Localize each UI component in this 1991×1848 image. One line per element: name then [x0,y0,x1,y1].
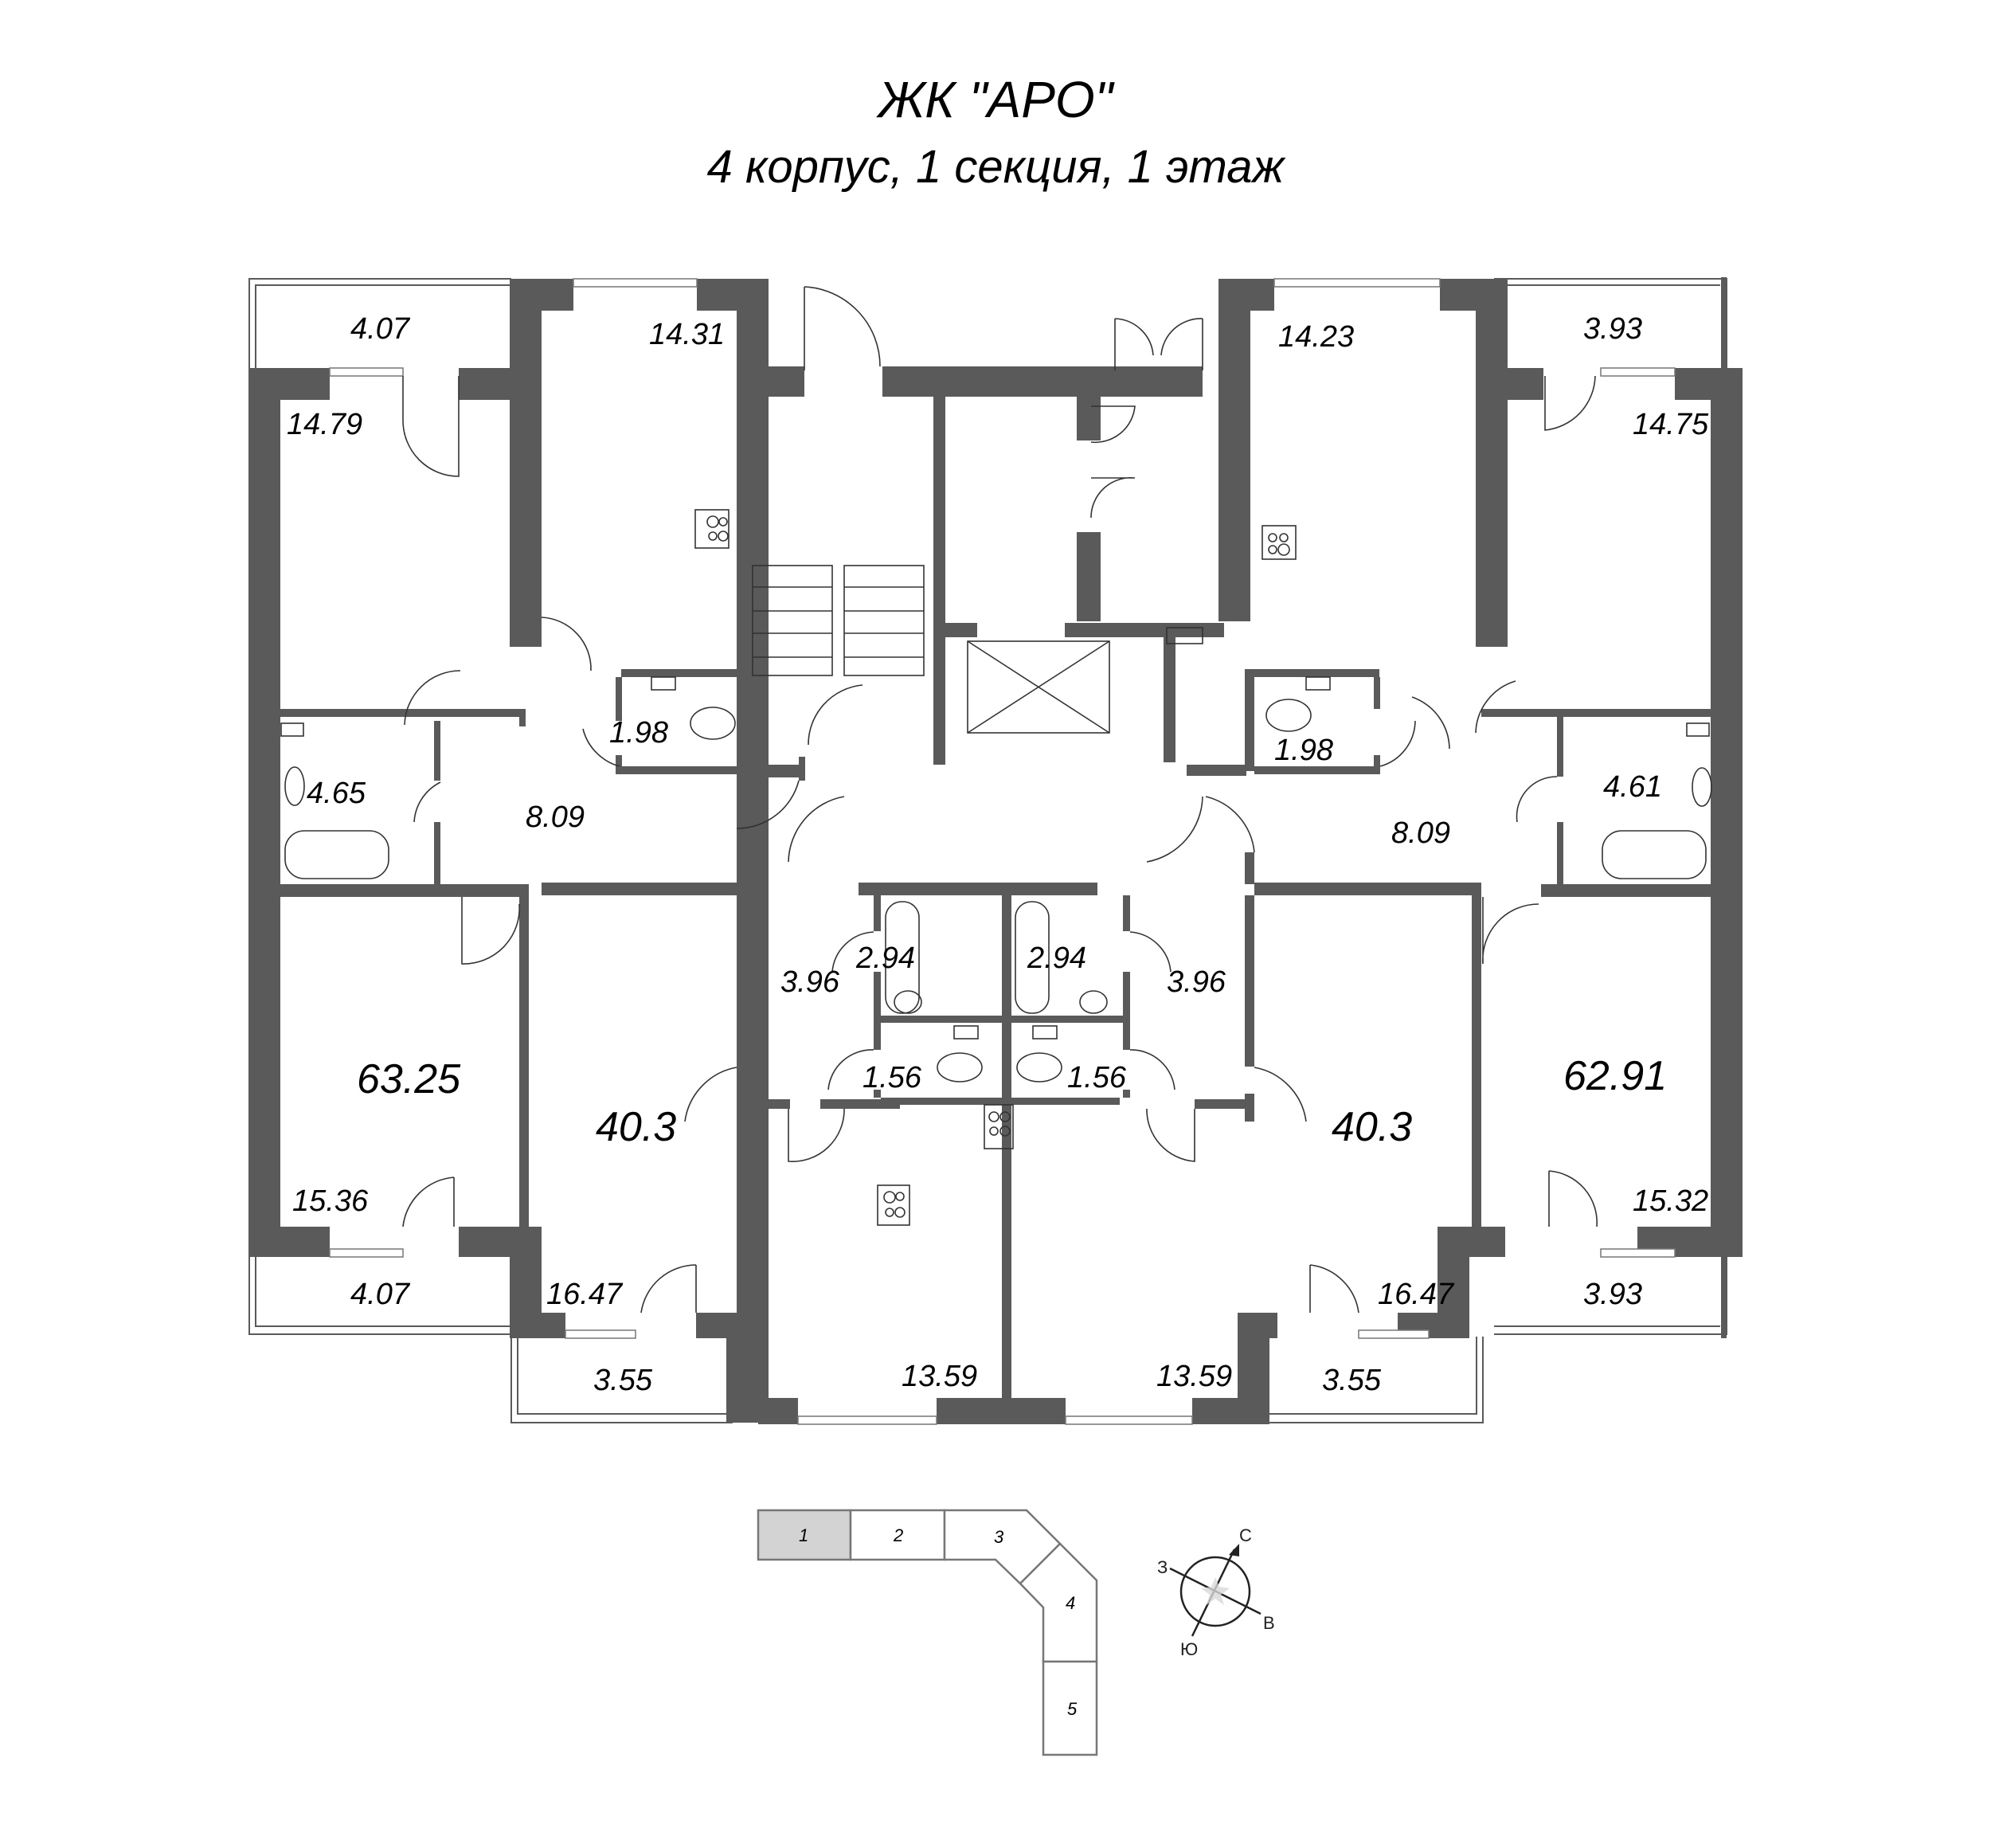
area-room-right-1room: 16.47 [1378,1278,1455,1311]
key-label-2: 2 [893,1525,903,1545]
bathtub-icon [284,830,389,879]
area-kitchen-top-left: 14.31 [649,318,725,351]
total-area-left-2room: 63.25 [357,1056,461,1102]
compass-icon: С В З Ю [1157,1525,1275,1659]
compass-north: С [1239,1525,1252,1545]
compass-east: В [1263,1613,1275,1633]
key-label-4: 4 [1066,1593,1075,1613]
toilet-icon [937,1052,983,1083]
key-section-5[interactable] [1042,1660,1098,1756]
complex-title: ЖК "АРО" [878,71,1113,128]
key-label-3: 3 [994,1527,1004,1547]
balcony-outlines [248,277,1727,1423]
area-room-top-right: 14.75 [1633,408,1709,441]
sink-icon [1692,767,1712,807]
area-hallway-left-1room: 3.96 [780,965,840,999]
key-label-1: 1 [799,1525,808,1545]
shaft-niche [1166,627,1203,644]
stove-icon [984,1104,1014,1149]
toilet-icon [1016,1052,1062,1083]
area-toilet-left-1room: 1.56 [863,1061,922,1094]
area-toilet-right-1room: 1.56 [1067,1061,1127,1094]
sink-icon [1079,990,1108,1014]
area-room-bottom-left: 15.36 [292,1184,369,1218]
area-toilet-top-left: 1.98 [609,716,668,750]
bathtub-icon [1602,830,1707,879]
fixtures [280,509,1712,1226]
area-room-left-1room: 16.47 [546,1278,624,1311]
key-section-2[interactable] [849,1509,946,1561]
area-hallway-left: 8.09 [526,801,585,834]
area-hallway-right: 8.09 [1391,816,1450,850]
area-room-top-left: 14.79 [287,408,362,441]
area-balcony-right-1room: 3.55 [1322,1364,1382,1397]
stove-icon [694,509,730,549]
stove-icon [877,1184,910,1226]
elevator-shaft [967,640,1110,734]
windows [329,278,1676,1425]
key-section-1[interactable] [757,1509,852,1561]
stove-icon [1261,525,1297,560]
compass-west: З [1157,1557,1168,1577]
toilet-icon [690,707,736,740]
key-plan: 1 2 3 4 5 [757,1509,1098,1756]
total-area-left-1room: 40.3 [596,1104,676,1150]
floor-subtitle: 4 корпус, 1 секция, 1 этаж [706,141,1285,193]
area-balcony-bottom-right: 3.93 [1583,1278,1642,1311]
area-bathroom-right: 4.61 [1603,770,1662,804]
area-toilet-top-right: 1.98 [1274,734,1333,767]
walls [248,279,1743,1424]
area-bathroom-right-1room: 2.94 [1027,942,1086,975]
compass-south: Ю [1180,1639,1198,1659]
area-bathroom-left-1room: 2.94 [855,942,915,975]
area-balcony-bottom-left: 4.07 [350,1278,411,1311]
toilet-icon [1265,699,1312,732]
area-kitchen-top-right: 14.23 [1278,320,1354,354]
total-area-right-1room: 40.3 [1332,1104,1412,1150]
area-bathroom-left: 4.65 [307,777,366,810]
key-label-5: 5 [1067,1699,1078,1719]
doors [402,286,1598,1314]
area-balcony-top-left: 4.07 [350,312,411,346]
sink-icon [284,766,305,806]
area-hallway-right-1room: 3.96 [1167,965,1226,999]
area-balcony-top-right: 3.93 [1583,312,1642,346]
bathtub-icon [1015,901,1050,1014]
area-kitchen-left-1room: 13.59 [902,1360,977,1393]
area-balcony-left-1room: 3.55 [593,1364,653,1397]
staircase [752,565,925,676]
total-area-right-2room: 62.91 [1563,1053,1667,1099]
area-room-bottom-right: 15.32 [1633,1184,1708,1218]
bathtub-icon [885,901,920,1014]
area-kitchen-right-1room: 13.59 [1156,1360,1232,1393]
area-labels: 4.07 14.79 4.65 8.09 63.25 15.36 4.07 14… [287,312,1709,1397]
sink-icon [894,990,922,1014]
